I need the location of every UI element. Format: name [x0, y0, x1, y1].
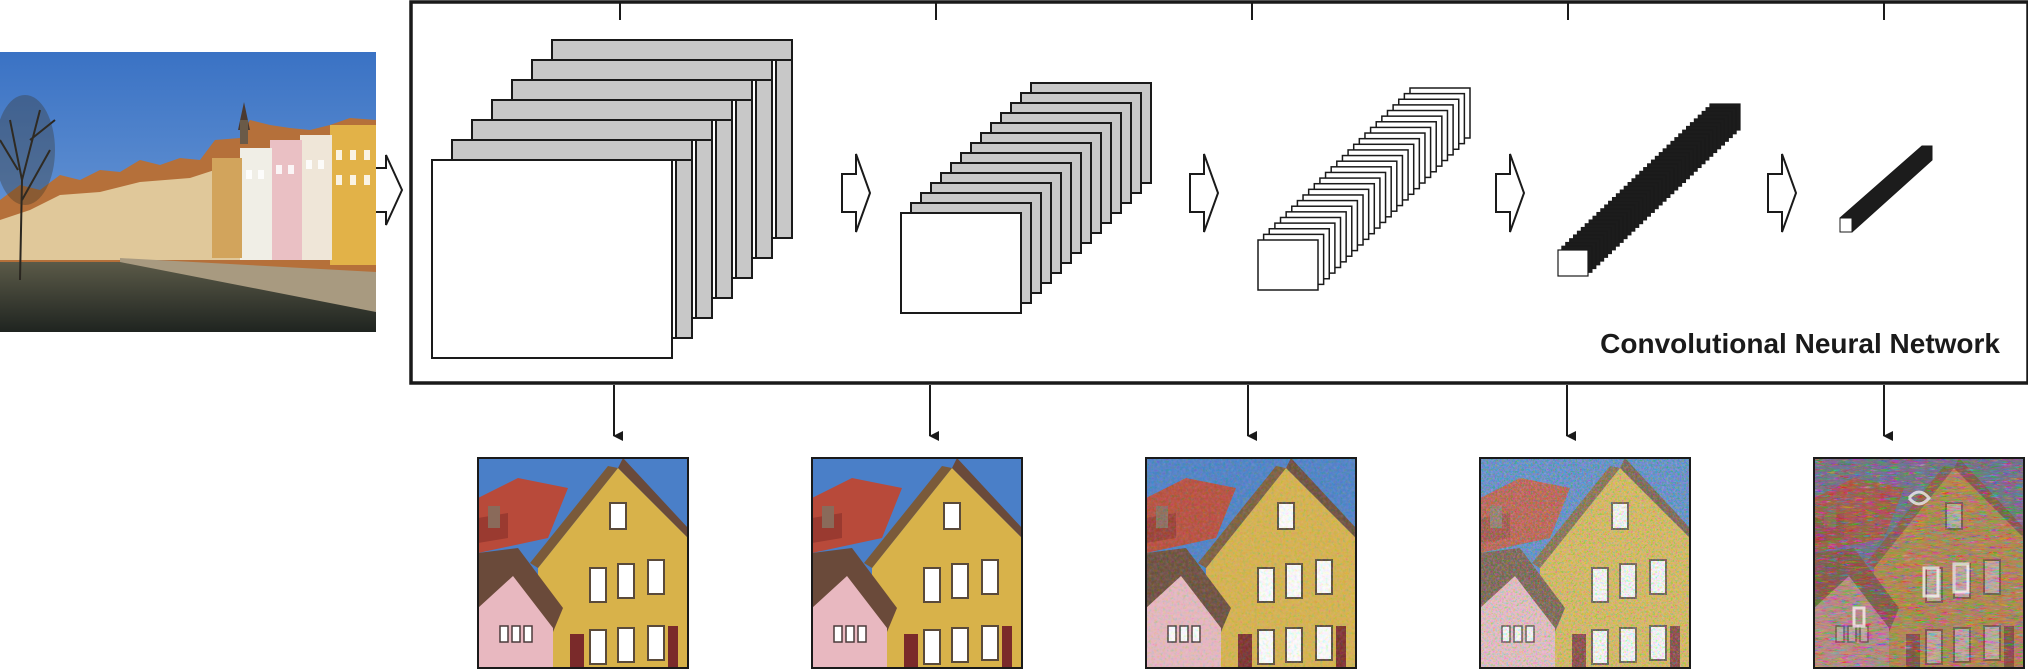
input-photo [0, 52, 376, 332]
feature-map [900, 212, 1022, 314]
reconstruction-1 [477, 457, 689, 669]
feature-map-top [551, 39, 793, 61]
reconstruction-2 [811, 457, 1023, 669]
hollow-arrow-icon [841, 153, 872, 233]
feature-map-top [451, 139, 693, 161]
feature-map [1839, 217, 1853, 233]
stage-5-feature-maps [1839, 145, 1933, 233]
feature-map-side [775, 55, 793, 239]
stage-3-feature-maps [1257, 87, 1471, 291]
feature-map-side [715, 115, 733, 299]
feature-map-top [531, 59, 773, 81]
reconstruction-5 [1813, 457, 2025, 669]
feature-map-side [695, 135, 713, 319]
network-label: Convolutional Neural Network [1600, 328, 2000, 359]
feature-map-side [755, 75, 773, 259]
feature-map-top [491, 99, 733, 121]
feature-map [1557, 249, 1589, 277]
hollow-arrow-icon [1495, 153, 1526, 233]
hollow-arrow-icon [1189, 153, 1220, 233]
feature-map [1257, 239, 1319, 291]
feature-map [431, 159, 673, 359]
feature-map-side [735, 95, 753, 279]
feature-map-top [471, 119, 713, 141]
hollow-arrow-icon [1767, 153, 1798, 233]
top-ticks [619, 2, 1885, 20]
reconstruction-3 [1145, 457, 1357, 669]
hollow-arrow-icon [376, 154, 404, 226]
feature-map-top [511, 79, 753, 101]
stage-2-feature-maps [900, 82, 1152, 314]
feature-map-side [675, 155, 693, 339]
reconstruction-4 [1479, 457, 1691, 669]
stage-4-feature-maps [1557, 103, 1741, 277]
stage-1-feature-maps [431, 39, 793, 359]
